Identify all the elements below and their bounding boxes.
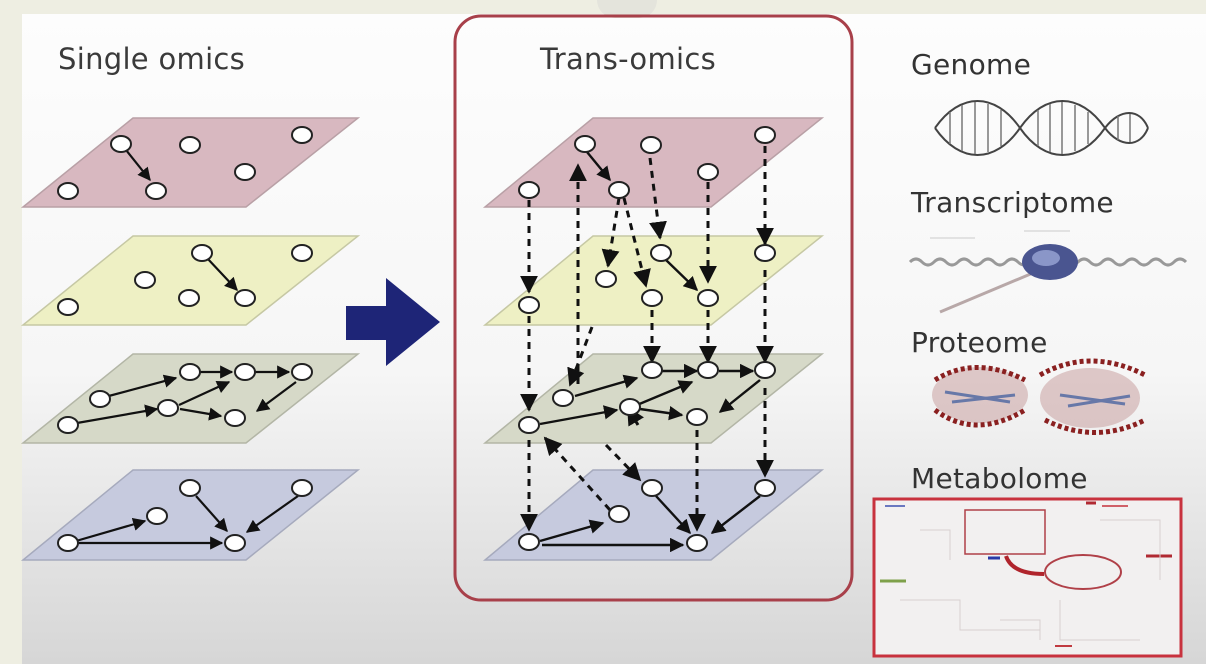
- single-layer-transcriptome: [20, 235, 361, 326]
- single-nodes: [57, 126, 313, 552]
- proteome-label: Proteome: [911, 326, 1048, 359]
- single-layer-metabolome: [20, 469, 361, 561]
- single-omics-stack: [20, 117, 361, 561]
- trans-omics-frame: [453, 14, 854, 602]
- trans-nodes: [518, 126, 776, 552]
- single-layer-genome: [20, 117, 361, 208]
- trans-omics-stack: [482, 117, 825, 561]
- protein-structure-image: [932, 358, 1147, 435]
- genome-label: Genome: [911, 48, 1032, 81]
- single-omics-title: Single omics: [58, 42, 246, 76]
- slide-top-marker: [597, 0, 657, 18]
- metabolic-map-image: [872, 497, 1183, 658]
- transition-arrow: [346, 278, 440, 366]
- transcriptome-label: Transcriptome: [911, 186, 1114, 219]
- dna-helix-image: [934, 100, 1149, 156]
- metabolome-label: Metabolome: [911, 462, 1088, 495]
- ribosome-image: [908, 230, 1188, 314]
- trans-omics-title: Trans-omics: [540, 42, 717, 76]
